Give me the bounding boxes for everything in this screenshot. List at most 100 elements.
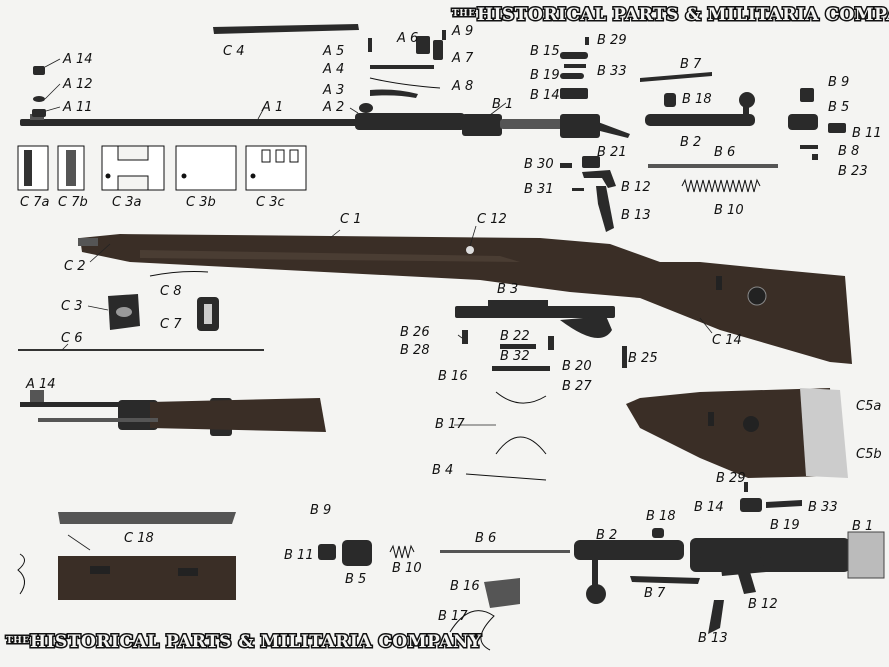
label-b29-lower: B 29: [716, 471, 746, 486]
label-b2-lower: B 2: [596, 528, 617, 543]
handguard-part: [17, 512, 236, 600]
label-b4: B 4: [432, 463, 453, 478]
label-b31: B 31: [524, 182, 554, 197]
label-c3b: C 3b: [186, 195, 216, 210]
label-a14: A 14: [62, 52, 93, 67]
part-labels: A 14 A 12 A 11 C 4 A 5 A 4 A 3 A 2 A 1 A…: [20, 24, 882, 646]
label-b13-lower: B 13: [698, 631, 728, 646]
label-a1: A 1: [261, 100, 283, 115]
label-b14-lower: B 14: [694, 500, 724, 515]
watermark-prefix: THE: [452, 9, 476, 19]
label-a6: A 6: [396, 31, 418, 46]
trigger-guard-parts: [455, 300, 627, 481]
label-b19-lower: B 19: [770, 518, 800, 533]
label-b18-lower: B 18: [646, 509, 676, 524]
label-b17-lower: B 17: [438, 609, 468, 624]
leader-lines: [44, 58, 713, 551]
label-b8: B 8: [838, 144, 859, 159]
label-b1: B 1: [492, 97, 513, 112]
label-b25: B 25: [628, 351, 658, 366]
label-c1: C 1: [340, 212, 361, 227]
label-b19: B 19: [530, 68, 560, 83]
stock-small-parts: [18, 271, 264, 351]
label-b15: B 15: [530, 44, 560, 59]
top-watermark: THE HISTORICAL PARTS & MILITARIA COMPANY: [451, 4, 889, 27]
label-b9-lower: B 9: [310, 503, 331, 518]
label-b33: B 33: [597, 64, 627, 79]
label-c3: C 3: [61, 299, 82, 314]
bottom-watermark: THE HISTORICAL PARTS & MILITARIA COMPANY: [5, 631, 483, 654]
label-b16: B 16: [438, 369, 468, 384]
label-b12-lower: B 12: [748, 597, 778, 612]
label-a4: A 4: [322, 62, 344, 77]
label-b29: B 29: [597, 33, 627, 48]
label-c8: C 8: [160, 284, 181, 299]
label-b3: B 3: [497, 282, 518, 297]
label-b30: B 30: [524, 157, 554, 172]
label-b17: B 17: [435, 417, 465, 432]
label-a8: A 8: [451, 79, 473, 94]
label-b5-lower: B 5: [345, 572, 366, 587]
label-a11: A 11: [62, 100, 93, 115]
label-b2: B 2: [680, 135, 701, 150]
label-b14: B 14: [530, 88, 560, 103]
label-c18: C 18: [124, 531, 154, 546]
label-b18: B 18: [682, 92, 712, 107]
label-b7: B 7: [680, 57, 702, 72]
label-b12: B 12: [621, 180, 651, 195]
label-c3c: C 3c: [256, 195, 285, 210]
watermark-text: HISTORICAL PARTS & MILITARIA COMPANY: [30, 632, 482, 652]
label-c5a: C5a: [856, 399, 881, 414]
label-b10: B 10: [714, 203, 744, 218]
bolt-assembly-exploded: [318, 482, 885, 651]
label-b23: B 23: [838, 164, 868, 179]
label-c2: C 2: [64, 259, 85, 274]
label-c7: C 7: [160, 317, 182, 332]
label-b6-lower: B 6: [475, 531, 496, 546]
label-b11-lower: B 11: [284, 548, 314, 563]
c-plate-parts: [17, 145, 307, 191]
label-a12: A 12: [62, 77, 93, 92]
barrel-part: [20, 113, 630, 138]
label-c14: C 14: [712, 333, 742, 348]
forend-assembly: [20, 390, 326, 436]
label-a7: A 7: [451, 51, 474, 66]
label-b1-lower: B 1: [852, 519, 873, 534]
a-small-parts: [32, 24, 446, 117]
label-b6: B 6: [714, 145, 735, 160]
label-a9: A 9: [451, 24, 473, 39]
label-a5: A 5: [322, 44, 344, 59]
label-c5b: C5b: [856, 447, 882, 462]
label-c3a: C 3a: [112, 195, 141, 210]
label-b5: B 5: [828, 100, 849, 115]
label-b27: B 27: [562, 379, 592, 394]
label-b32: B 32: [500, 349, 530, 364]
label-b10-lower: B 10: [392, 561, 422, 576]
label-c4: C 4: [223, 44, 244, 59]
buttstock-part: [626, 388, 848, 478]
label-b26: B 26: [400, 325, 430, 340]
watermark-text: HISTORICAL PARTS & MILITARIA COMPANY: [477, 5, 889, 25]
label-b22: B 22: [500, 329, 530, 344]
label-c7b: C 7b: [58, 195, 88, 210]
label-c6: C 6: [61, 331, 82, 346]
label-b13: B 13: [621, 208, 651, 223]
label-b33-lower: B 33: [808, 500, 838, 515]
label-c7a: C 7a: [20, 195, 49, 210]
label-a3: A 3: [322, 83, 344, 98]
label-b16-lower: B 16: [450, 579, 480, 594]
watermark-prefix: THE: [6, 636, 30, 646]
label-b7-lower: B 7: [644, 586, 666, 601]
label-b20: B 20: [562, 359, 592, 374]
stock-part: [78, 234, 852, 364]
label-a14-forend: A 14: [25, 377, 56, 392]
label-b9: B 9: [828, 75, 849, 90]
label-b28: B 28: [400, 343, 430, 358]
bolt-parts-top: [560, 37, 846, 232]
label-c12: C 12: [477, 212, 507, 227]
label-a2: A 2: [322, 100, 344, 115]
label-b11: B 11: [852, 126, 882, 141]
label-b21: B 21: [597, 145, 627, 160]
